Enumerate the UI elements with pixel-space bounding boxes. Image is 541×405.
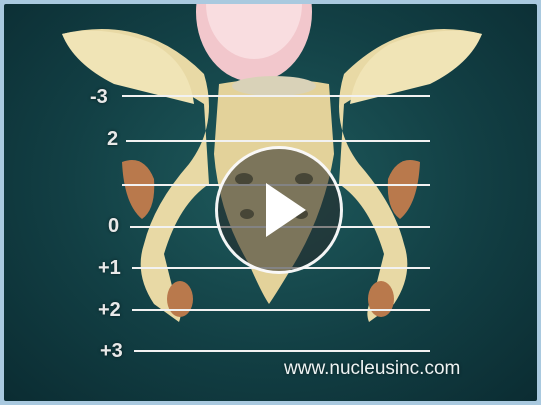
play-button[interactable] [215,146,343,274]
play-icon [218,149,340,271]
station-label-plus2: +2 [98,299,121,322]
station-label-0: 0 [108,215,119,238]
station-label-minus3: -3 [90,86,108,109]
station-label-plus3: +3 [100,340,123,363]
station-label-plus1: +1 [98,257,121,280]
station-label-2: 2 [107,128,118,151]
watermark: www.nucleusinc.com [284,358,460,380]
video-player[interactable]: -3 2 0 +1 +2 +3 www.nucleusinc.com [4,4,537,401]
